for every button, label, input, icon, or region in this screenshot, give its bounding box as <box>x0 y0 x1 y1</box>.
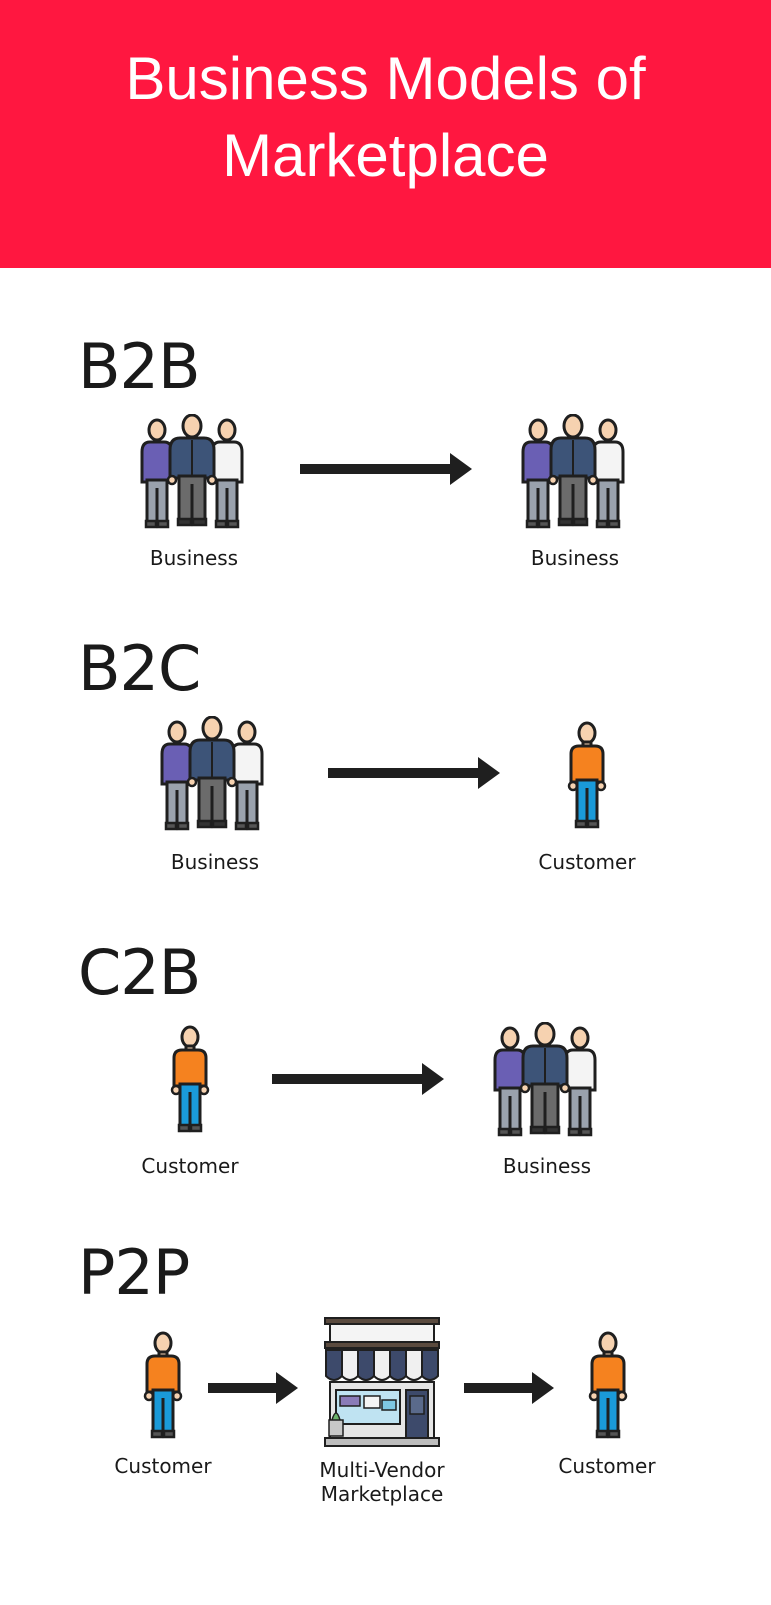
model-title: C2B <box>78 936 201 1009</box>
page-title-line-1: Business Models of <box>125 45 646 112</box>
middle-label-line-1: Multi-Vendor <box>319 1458 445 1482</box>
header-banner: Business Models of Marketplace <box>0 0 771 268</box>
arrow-right-icon <box>272 1063 444 1095</box>
business-group-icon <box>157 716 272 831</box>
model-c2b: C2B Customer Business <box>0 936 771 1226</box>
from-label: Customer <box>141 1154 239 1178</box>
model-b2c: B2C Business Customer <box>0 632 771 922</box>
to-label: Customer <box>538 850 636 874</box>
to-label: Business <box>530 546 620 570</box>
arrow-right-icon <box>464 1372 554 1404</box>
customer-person-icon <box>588 1331 628 1439</box>
middle-label-line-2: Marketplace <box>320 1482 444 1506</box>
customer-person-icon <box>567 721 607 829</box>
to-label: Business <box>502 1154 592 1178</box>
from-label: Customer <box>114 1454 212 1478</box>
arrow-right-icon <box>300 453 472 485</box>
storefront-icon <box>324 1317 440 1447</box>
arrow-right-icon <box>328 757 500 789</box>
business-group-icon <box>137 414 252 529</box>
model-title: B2C <box>78 632 201 705</box>
to-label: Customer <box>558 1454 656 1478</box>
model-b2b: B2B Business Business <box>0 330 771 620</box>
model-p2p: P2P Customer <box>0 1236 771 1536</box>
page-title-line-2: Marketplace <box>222 122 549 189</box>
page-title: Business Models of Marketplace <box>0 40 771 194</box>
business-group-icon <box>490 1022 605 1137</box>
customer-person-icon <box>143 1331 183 1439</box>
arrow-right-icon <box>208 1372 298 1404</box>
from-label: Business <box>170 850 260 874</box>
model-title: B2B <box>78 330 201 403</box>
customer-person-icon <box>170 1025 210 1133</box>
from-label: Business <box>149 546 239 570</box>
model-title: P2P <box>78 1236 190 1309</box>
business-group-icon <box>518 414 633 529</box>
middle-label: Multi-Vendor Marketplace <box>292 1458 472 1506</box>
